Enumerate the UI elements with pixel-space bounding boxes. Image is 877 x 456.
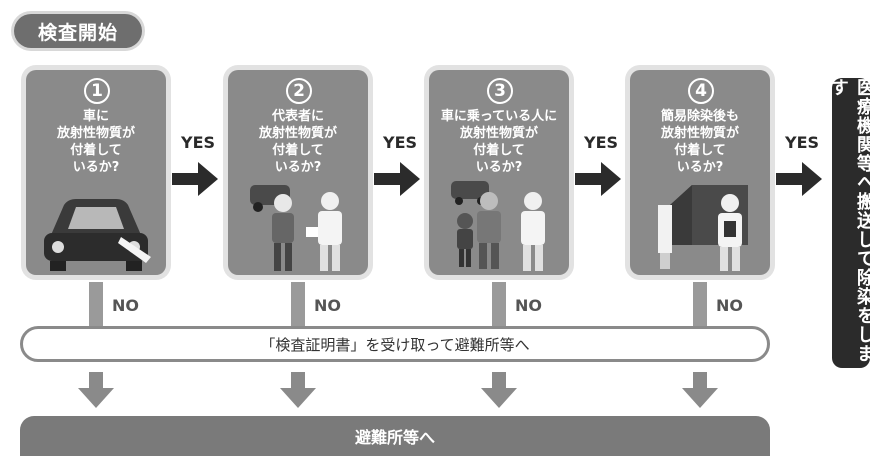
family-inspection-icon [451, 181, 545, 271]
yes-label-4: YES [785, 133, 820, 152]
right-arrow-icon [776, 162, 822, 196]
step-1-number: 1 [84, 78, 110, 104]
no-label-4: NO [716, 296, 743, 315]
start-label: 検査開始 [14, 14, 142, 48]
step-4-number: 4 [688, 78, 714, 104]
final-action-box: 医療機関等へ搬送して除染をします [828, 78, 875, 368]
no-label-1: NO [112, 296, 139, 315]
right-arrow-icon [575, 162, 621, 196]
shelter-destination: 避難所等へ [20, 416, 770, 456]
step-2-question: 代表者に 放射性物質が 付着して いるか? [258, 109, 337, 175]
no-connector-2 [291, 282, 305, 326]
right-arrow-icon [374, 162, 420, 196]
no-connector-4 [693, 282, 707, 326]
step-1-box: 1 車に 放射性物質が 付着して いるか? [26, 70, 166, 275]
right-arrow-icon [172, 162, 218, 196]
no-connector-1 [89, 282, 103, 326]
down-arrow-icon [481, 372, 517, 408]
step-3-box: 3 車に乗っている人に 放射性物質が 付着して いるか? [429, 70, 569, 275]
step-4-question: 簡易除染後も 放射性物質が 付着して いるか? [660, 109, 739, 175]
certificate-step-text: 「検査証明書」を受け取って避難所等へ [260, 335, 530, 354]
no-label-2: NO [314, 296, 341, 315]
down-arrow-icon [280, 372, 316, 408]
yes-label-2: YES [383, 133, 418, 152]
yes-label-3: YES [584, 133, 619, 152]
inspection-people-icon [250, 185, 342, 271]
decontamination-tent-icon [658, 185, 748, 271]
no-label-3: NO [515, 296, 542, 315]
down-arrow-icon [682, 372, 718, 408]
step-2-box: 2 代表者に 放射性物質が 付着して いるか? [228, 70, 368, 275]
step-2-number: 2 [286, 78, 312, 104]
final-action-text: 医療機関等へ搬送して除染をします [828, 78, 875, 363]
no-connector-3 [492, 282, 506, 326]
step-1-question: 車に 放射性物質が 付着して いるか? [56, 109, 135, 175]
step-3-question: 車に乗っている人に 放射性物質が 付着して いるか? [440, 109, 558, 175]
car-icon [44, 199, 151, 271]
step-3-number: 3 [487, 78, 513, 104]
yes-label-1: YES [181, 133, 216, 152]
certificate-step: 「検査証明書」を受け取って避難所等へ [20, 326, 770, 362]
step-4-box: 4 簡易除染後も 放射性物質が 付着して いるか? [630, 70, 770, 275]
shelter-text: 避難所等へ [354, 428, 435, 447]
down-arrow-icon [78, 372, 114, 408]
